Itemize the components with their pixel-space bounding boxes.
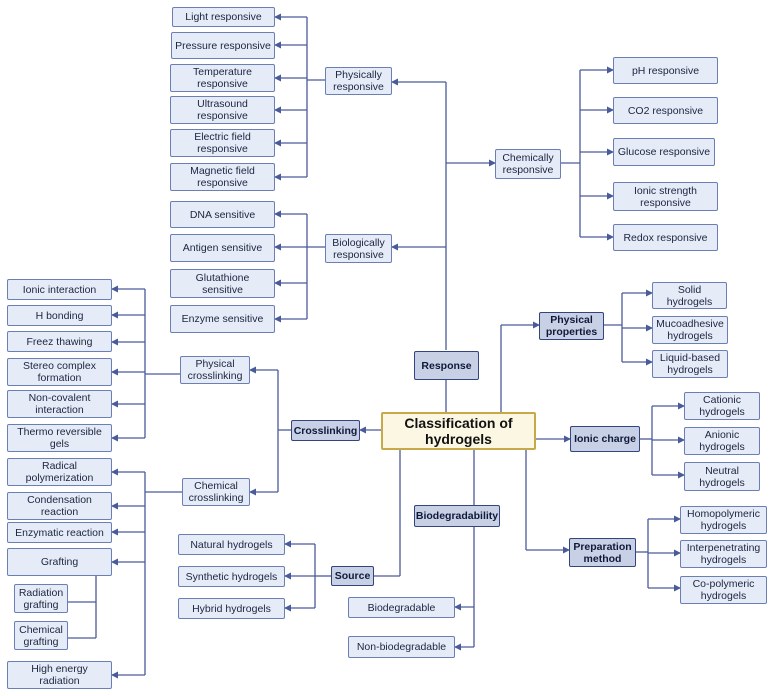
leaf-glucose-responsive: Glucose responsive [613, 138, 715, 166]
preparation-method-node: Preparation method [569, 538, 636, 567]
physical-properties-node: Physical properties [539, 312, 604, 340]
leaf-temperature-responsive: Temperature responsive [170, 64, 275, 92]
response-node: Response [414, 351, 479, 380]
leaf-light-responsive: Light responsive [172, 7, 275, 27]
leaf-mucoadhesive-hydrogels: Mucoadhesive hydrogels [652, 316, 728, 344]
leaf-biodegradable: Biodegradable [348, 597, 455, 618]
leaf-neutral-hydrogels: Neutral hydrogels [684, 462, 760, 491]
leaf-non-covalent-interaction: Non-covalent interaction [7, 390, 112, 418]
leaf-radical-polymerization: Radical polymerization [7, 458, 112, 486]
leaf-anionic-hydrogels: Anionic hydrogels [684, 427, 760, 455]
leaf-high-energy-radiation: High energy radiation [7, 661, 112, 689]
leaf-ionic-interaction: Ionic interaction [7, 279, 112, 300]
leaf-enzymatic-reaction: Enzymatic reaction [7, 522, 112, 543]
leaf-thermo-reversible-gels: Thermo reversible gels [7, 424, 112, 452]
leaf-condensation-reaction: Condensation reaction [7, 492, 112, 520]
leaf-dna-sensitive: DNA sensitive [170, 201, 275, 228]
leaf-solid-hydrogels: Solid hydrogels [652, 282, 727, 309]
leaf-magnetic-field-responsive: Magnetic field responsive [170, 163, 275, 191]
leaf-liquid-based-hydrogels: Liquid-based hydrogels [652, 350, 728, 378]
biodegradability-node: Biodegradability [414, 505, 500, 527]
leaf-electric-field-responsive: Electric field responsive [170, 129, 275, 157]
leaf-homopolymeric-hydrogels: Homopolymeric hydrogels [680, 506, 767, 534]
leaf-synthetic-hydrogels: Synthetic hydrogels [178, 566, 285, 587]
leaf-freez-thawing: Freez thawing [7, 331, 112, 352]
chemical-crosslinking-node: Chemical crosslinking [182, 478, 250, 506]
leaf-radiation-grafting: Radiation grafting [14, 584, 68, 613]
leaf-h-bonding: H bonding [7, 305, 112, 326]
leaf-pressure-responsive: Pressure responsive [171, 32, 275, 59]
leaf-redox-responsive: Redox responsive [613, 224, 718, 251]
leaf-ph-responsive: pH responsive [613, 57, 718, 84]
leaf-interpenetrating-hydrogels: Interpenetrating hydrogels [680, 540, 767, 568]
leaf-co2-responsive: CO2 responsive [613, 97, 718, 124]
leaf-ultrasound-responsive: Ultrasound responsive [170, 96, 275, 124]
ionic-charge-node: Ionic charge [570, 426, 640, 452]
biologically-responsive-node: Biologically responsive [325, 234, 392, 263]
leaf-grafting: Grafting [7, 548, 112, 576]
leaf-cationic-hydrogels: Cationic hydrogels [684, 392, 760, 420]
leaf-co-polymeric-hydrogels: Co-polymeric hydrogels [680, 576, 767, 604]
leaf-natural-hydrogels: Natural hydrogels [178, 534, 285, 555]
leaf-chemical-grafting: Chemical grafting [14, 621, 68, 650]
source-node: Source [331, 566, 374, 586]
physically-responsive-node: Physically responsive [325, 67, 392, 95]
leaf-enzyme-sensitive: Enzyme sensitive [170, 305, 275, 333]
leaf-stereo-complex-formation: Stereo complex formation [7, 358, 112, 386]
crosslinking-node: Crosslinking [291, 420, 360, 441]
chemically-responsive-node: Chemically responsive [495, 149, 561, 179]
leaf-hybrid-hydrogels: Hybrid hydrogels [178, 598, 285, 619]
root-node: Classification of hydrogels [381, 412, 536, 450]
leaf-antigen-sensitive: Antigen sensitive [170, 234, 275, 262]
leaf-glutathione-sensitive: Glutathione sensitive [170, 269, 275, 298]
leaf-non-biodegradable: Non-biodegradable [348, 636, 455, 658]
leaf-ionic-strength-responsive: Ionic strength responsive [613, 182, 718, 211]
physical-crosslinking-node: Physical crosslinking [180, 356, 250, 384]
